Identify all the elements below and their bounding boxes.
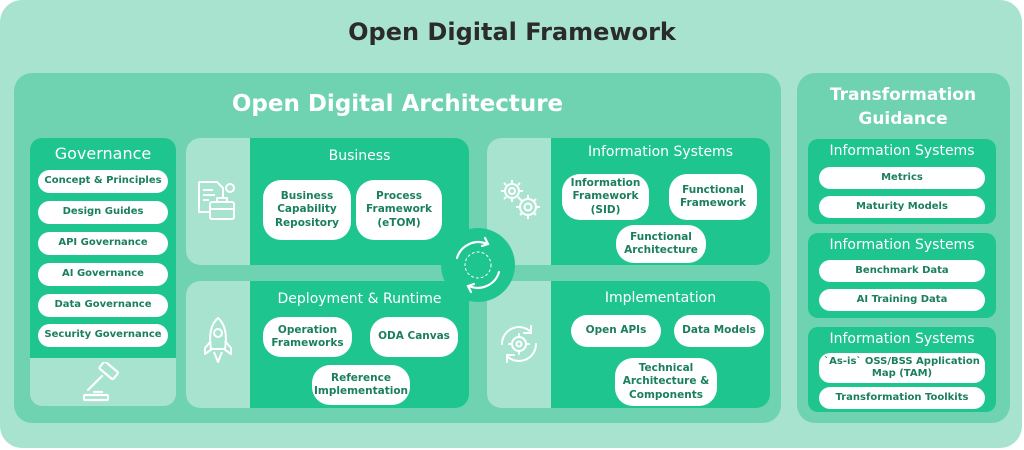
information-systems-item: Functional Framework: [669, 174, 757, 220]
governance-item: AI Governance: [38, 263, 168, 286]
tg-item: `As-is` OSS/BSS Application Map (TAM): [819, 353, 985, 383]
deployment-item: Reference Implementation: [312, 365, 410, 405]
document-briefcase-icon: [198, 181, 235, 220]
implementation-item: Technical Architecture & Components: [615, 358, 717, 406]
lifecycle-icon: [455, 236, 501, 294]
gear-cycle-icon: [501, 325, 537, 363]
business-title: Business: [328, 148, 391, 164]
governance-box: Governance Concept & Principles Design G…: [30, 138, 176, 406]
business-icon-strip: [186, 138, 250, 265]
tg-box-2: Information Systems Benchmark Data AI Tr…: [808, 233, 996, 318]
tg-item: AI Training Data: [819, 289, 985, 311]
business-item: Process Framework (eTOM): [356, 180, 442, 240]
tg-box-3: Information Systems `As-is` OSS/BSS Appl…: [808, 327, 996, 412]
governance-item: Security Governance: [38, 324, 168, 347]
transformation-title: Transformation Guidance: [829, 85, 977, 129]
tg-item: Metrics: [819, 167, 985, 189]
tg-box-title: Information Systems: [829, 331, 975, 347]
governance-item: Concept & Principles: [38, 170, 168, 193]
governance-item: Data Governance: [38, 294, 168, 317]
deployment-title: Deployment & Runtime: [277, 291, 442, 307]
deployment-item: Operation Frameworks: [263, 317, 352, 357]
rocket-icon: [204, 317, 232, 363]
tg-item: Maturity Models: [819, 196, 985, 218]
lifecycle-hub: [441, 228, 515, 302]
tg-item: Transformation Toolkits: [819, 387, 985, 409]
information-systems-title: Information Systems: [588, 144, 733, 160]
deployment-icon-strip: [186, 281, 250, 408]
implementation-title: Implementation: [604, 290, 717, 306]
tg-item: Benchmark Data: [819, 260, 985, 282]
gears-icon: [501, 180, 540, 219]
information-systems-item: Information Framework (SID): [562, 174, 649, 220]
deployment-box: Deployment & Runtime Operation Framework…: [186, 281, 469, 408]
information-systems-box: Information Systems Information Framewor…: [487, 138, 770, 265]
information-systems-item: Functional Architecture: [616, 225, 706, 263]
gavel-icon: [82, 362, 119, 402]
implementation-box: Implementation Open APIs Data Models Tec…: [487, 281, 770, 408]
governance-item: Design Guides: [38, 201, 168, 224]
implementation-item: Open APIs: [571, 315, 661, 347]
implementation-icon-strip: [487, 281, 551, 408]
business-box: Business Business Capability Repository …: [186, 138, 469, 265]
oda-title: Open Digital Architecture: [231, 91, 564, 117]
business-item: Business Capability Repository: [263, 180, 351, 240]
tg-box-title: Information Systems: [829, 143, 975, 159]
deployment-item: ODA Canvas: [370, 317, 458, 357]
governance-title: Governance: [54, 144, 152, 163]
governance-item: API Governance: [38, 232, 168, 255]
tg-box-title: Information Systems: [829, 237, 975, 253]
governance-footer: [30, 358, 176, 406]
tg-box-1: Information Systems Metrics Maturity Mod…: [808, 139, 996, 224]
implementation-item: Data Models: [674, 315, 764, 347]
page-title: Open Digital Framework: [348, 18, 676, 46]
